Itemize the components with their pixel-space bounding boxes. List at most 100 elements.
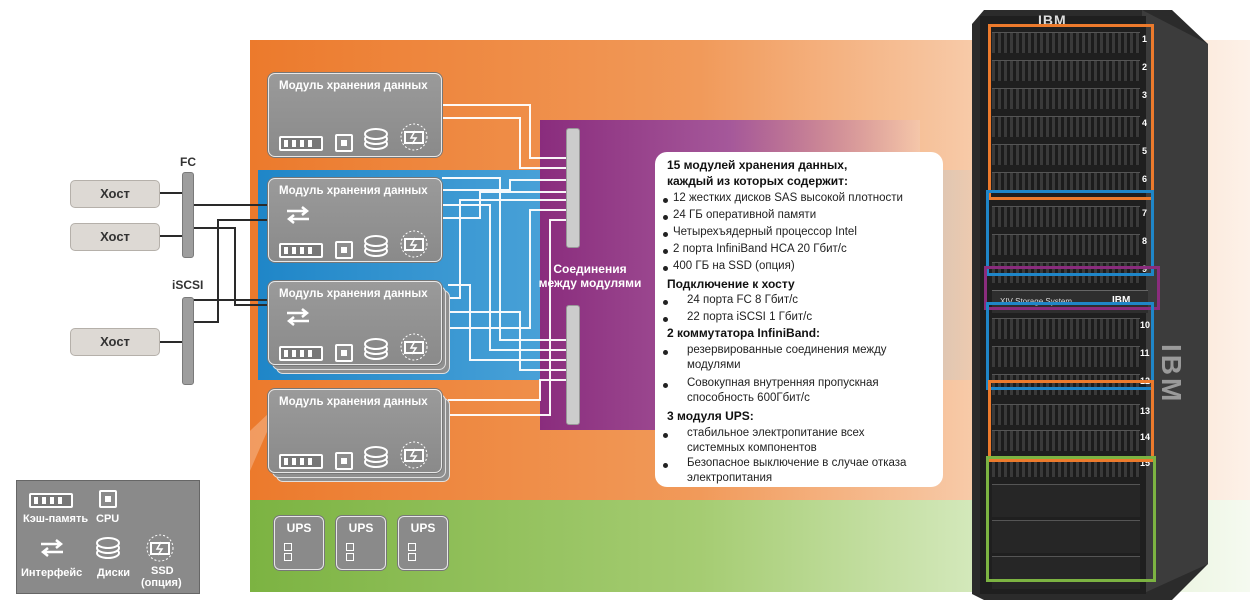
info-heading-modules-2: каждый из которых содержит: (667, 174, 849, 188)
ups-label: UPS (410, 521, 436, 535)
interconnect-label-line1: Соединения (553, 262, 627, 276)
ups-label: UPS (348, 521, 374, 535)
disk-icon (364, 446, 388, 468)
rack-outline-orange (988, 24, 1154, 200)
rack-slot (992, 346, 1140, 367)
interface-icon (286, 308, 310, 326)
interconnect-label: Соединения между модулями (530, 262, 650, 290)
rack-slot (992, 60, 1140, 81)
cpu-icon (335, 134, 353, 152)
xiv-rack: IBM 1 2 3 4 5 6 7 8 9 10 11 12 13 14 15 … (972, 4, 1212, 600)
module-title: Модуль хранения данных (279, 80, 428, 92)
memory-icon (279, 243, 323, 258)
info-item: Безопасное выключение в случае отказа (687, 457, 907, 469)
memory-icon (279, 136, 323, 151)
legend-ssd-note: (опция) (141, 577, 182, 589)
info-item: резервированные соединения между (687, 344, 887, 356)
legend-ssd-label: SSD (151, 565, 174, 577)
rack-slot (992, 172, 1140, 193)
rack-ups-unit (992, 520, 1140, 553)
ssd-icon (146, 534, 174, 562)
fc-switch-bar (182, 172, 194, 258)
info-item-cont: модулями (687, 359, 741, 371)
cpu-icon (335, 344, 353, 362)
info-heading-ups: 3 модуля UPS: (667, 409, 754, 423)
ssd-icon (400, 123, 428, 151)
info-item: 24 ГБ оперативной памяти (673, 209, 817, 221)
interface-module-stack: Модуль хранения данных (268, 281, 442, 365)
ssd-icon (400, 230, 428, 258)
rack-slot (992, 116, 1140, 137)
info-heading-infiniband: 2 коммутатора InfiniBand: (667, 326, 821, 340)
cpu-icon (335, 452, 353, 470)
host-box-2: Хост (70, 223, 160, 251)
info-heading-host: Подключение к хосту (667, 277, 795, 291)
interface-icon (286, 206, 310, 224)
info-item: 12 жестких дисков SAS высокой плотности (673, 192, 903, 204)
disk-icon (364, 128, 388, 150)
ups-module: UPS (274, 516, 324, 570)
legend-interface-label: Интерфейс (21, 567, 83, 579)
host-box-1: Хост (70, 180, 160, 208)
rack-outline-purple (984, 266, 1160, 310)
rack-switch-label: XIV Storage System (1000, 297, 1073, 306)
memory-icon (29, 493, 73, 508)
info-item-cont: способность 600Гбит/с (687, 392, 810, 404)
rack-slot (992, 206, 1140, 227)
rack-slot (992, 430, 1140, 451)
storage-module: Модуль хранения данных (268, 73, 442, 157)
rack-ups-unit (992, 484, 1140, 517)
info-item: Совокупная внутренняя пропускная (687, 377, 879, 389)
ups-label: UPS (286, 521, 312, 535)
slot-number: 4 (1142, 118, 1148, 128)
interface-icon (40, 539, 64, 557)
module-title: Модуль хранения данных (279, 288, 428, 300)
slot-number: 10 (1140, 320, 1151, 330)
iscsi-switch-bar (182, 297, 194, 385)
info-item: 2 порта InfiniBand HCA 20 Гбит/с (673, 243, 847, 255)
info-item: 24 порта FC 8 Гбит/с (687, 294, 799, 306)
module-title: Модуль хранения данных (279, 396, 428, 408)
info-item-cont: системных компонентов (687, 442, 817, 454)
rack-outline-orange-2 (988, 380, 1154, 462)
disk-icon (96, 537, 120, 559)
rack-slot (992, 318, 1140, 339)
info-item: 400 ГБ на SSD (опция) (673, 260, 795, 272)
legend-disks-label: Диски (97, 567, 130, 579)
rack-outline-blue-2 (986, 302, 1154, 390)
ups-module: UPS (336, 516, 386, 570)
cpu-icon (99, 490, 117, 508)
rack-outline-blue (986, 190, 1154, 276)
slot-number: 8 (1142, 236, 1148, 246)
rack-slot (992, 404, 1140, 425)
infiniband-switch-2 (566, 305, 580, 425)
disk-icon (364, 338, 388, 360)
storage-module-stack: Модуль хранения данных (268, 389, 442, 473)
slot-number: 9 (1142, 264, 1148, 274)
interface-module: Модуль хранения данных (268, 178, 442, 262)
info-heading-modules: 15 модулей хранения данных, (667, 158, 848, 172)
info-item: стабильное электропитание всех (687, 427, 865, 439)
infiniband-switch-1 (566, 128, 580, 248)
ssd-icon (400, 333, 428, 361)
rack-slot (992, 88, 1140, 109)
slot-number: 14 (1140, 432, 1151, 442)
info-card: 15 модулей хранения данных, каждый из ко… (655, 152, 943, 487)
legend-cpu-label: CPU (96, 513, 120, 525)
rack-slot (992, 32, 1140, 53)
module-title: Модуль хранения данных (279, 185, 428, 197)
rack-slot (992, 234, 1140, 255)
info-item: 22 порта iSCSI 1 Гбит/с (687, 311, 813, 323)
slot-number: 7 (1142, 208, 1148, 218)
rack-ups-unit (992, 556, 1140, 589)
slot-number: 2 (1142, 62, 1148, 72)
slot-number: 1 (1142, 34, 1148, 44)
memory-icon (279, 454, 323, 469)
rack-side-brand: IBM (1156, 344, 1187, 405)
iscsi-label: iSCSI (172, 278, 204, 292)
slot-number: 3 (1142, 90, 1148, 100)
ssd-icon (400, 441, 428, 469)
slot-number: 6 (1142, 174, 1148, 184)
host-box-3: Хост (70, 328, 160, 356)
